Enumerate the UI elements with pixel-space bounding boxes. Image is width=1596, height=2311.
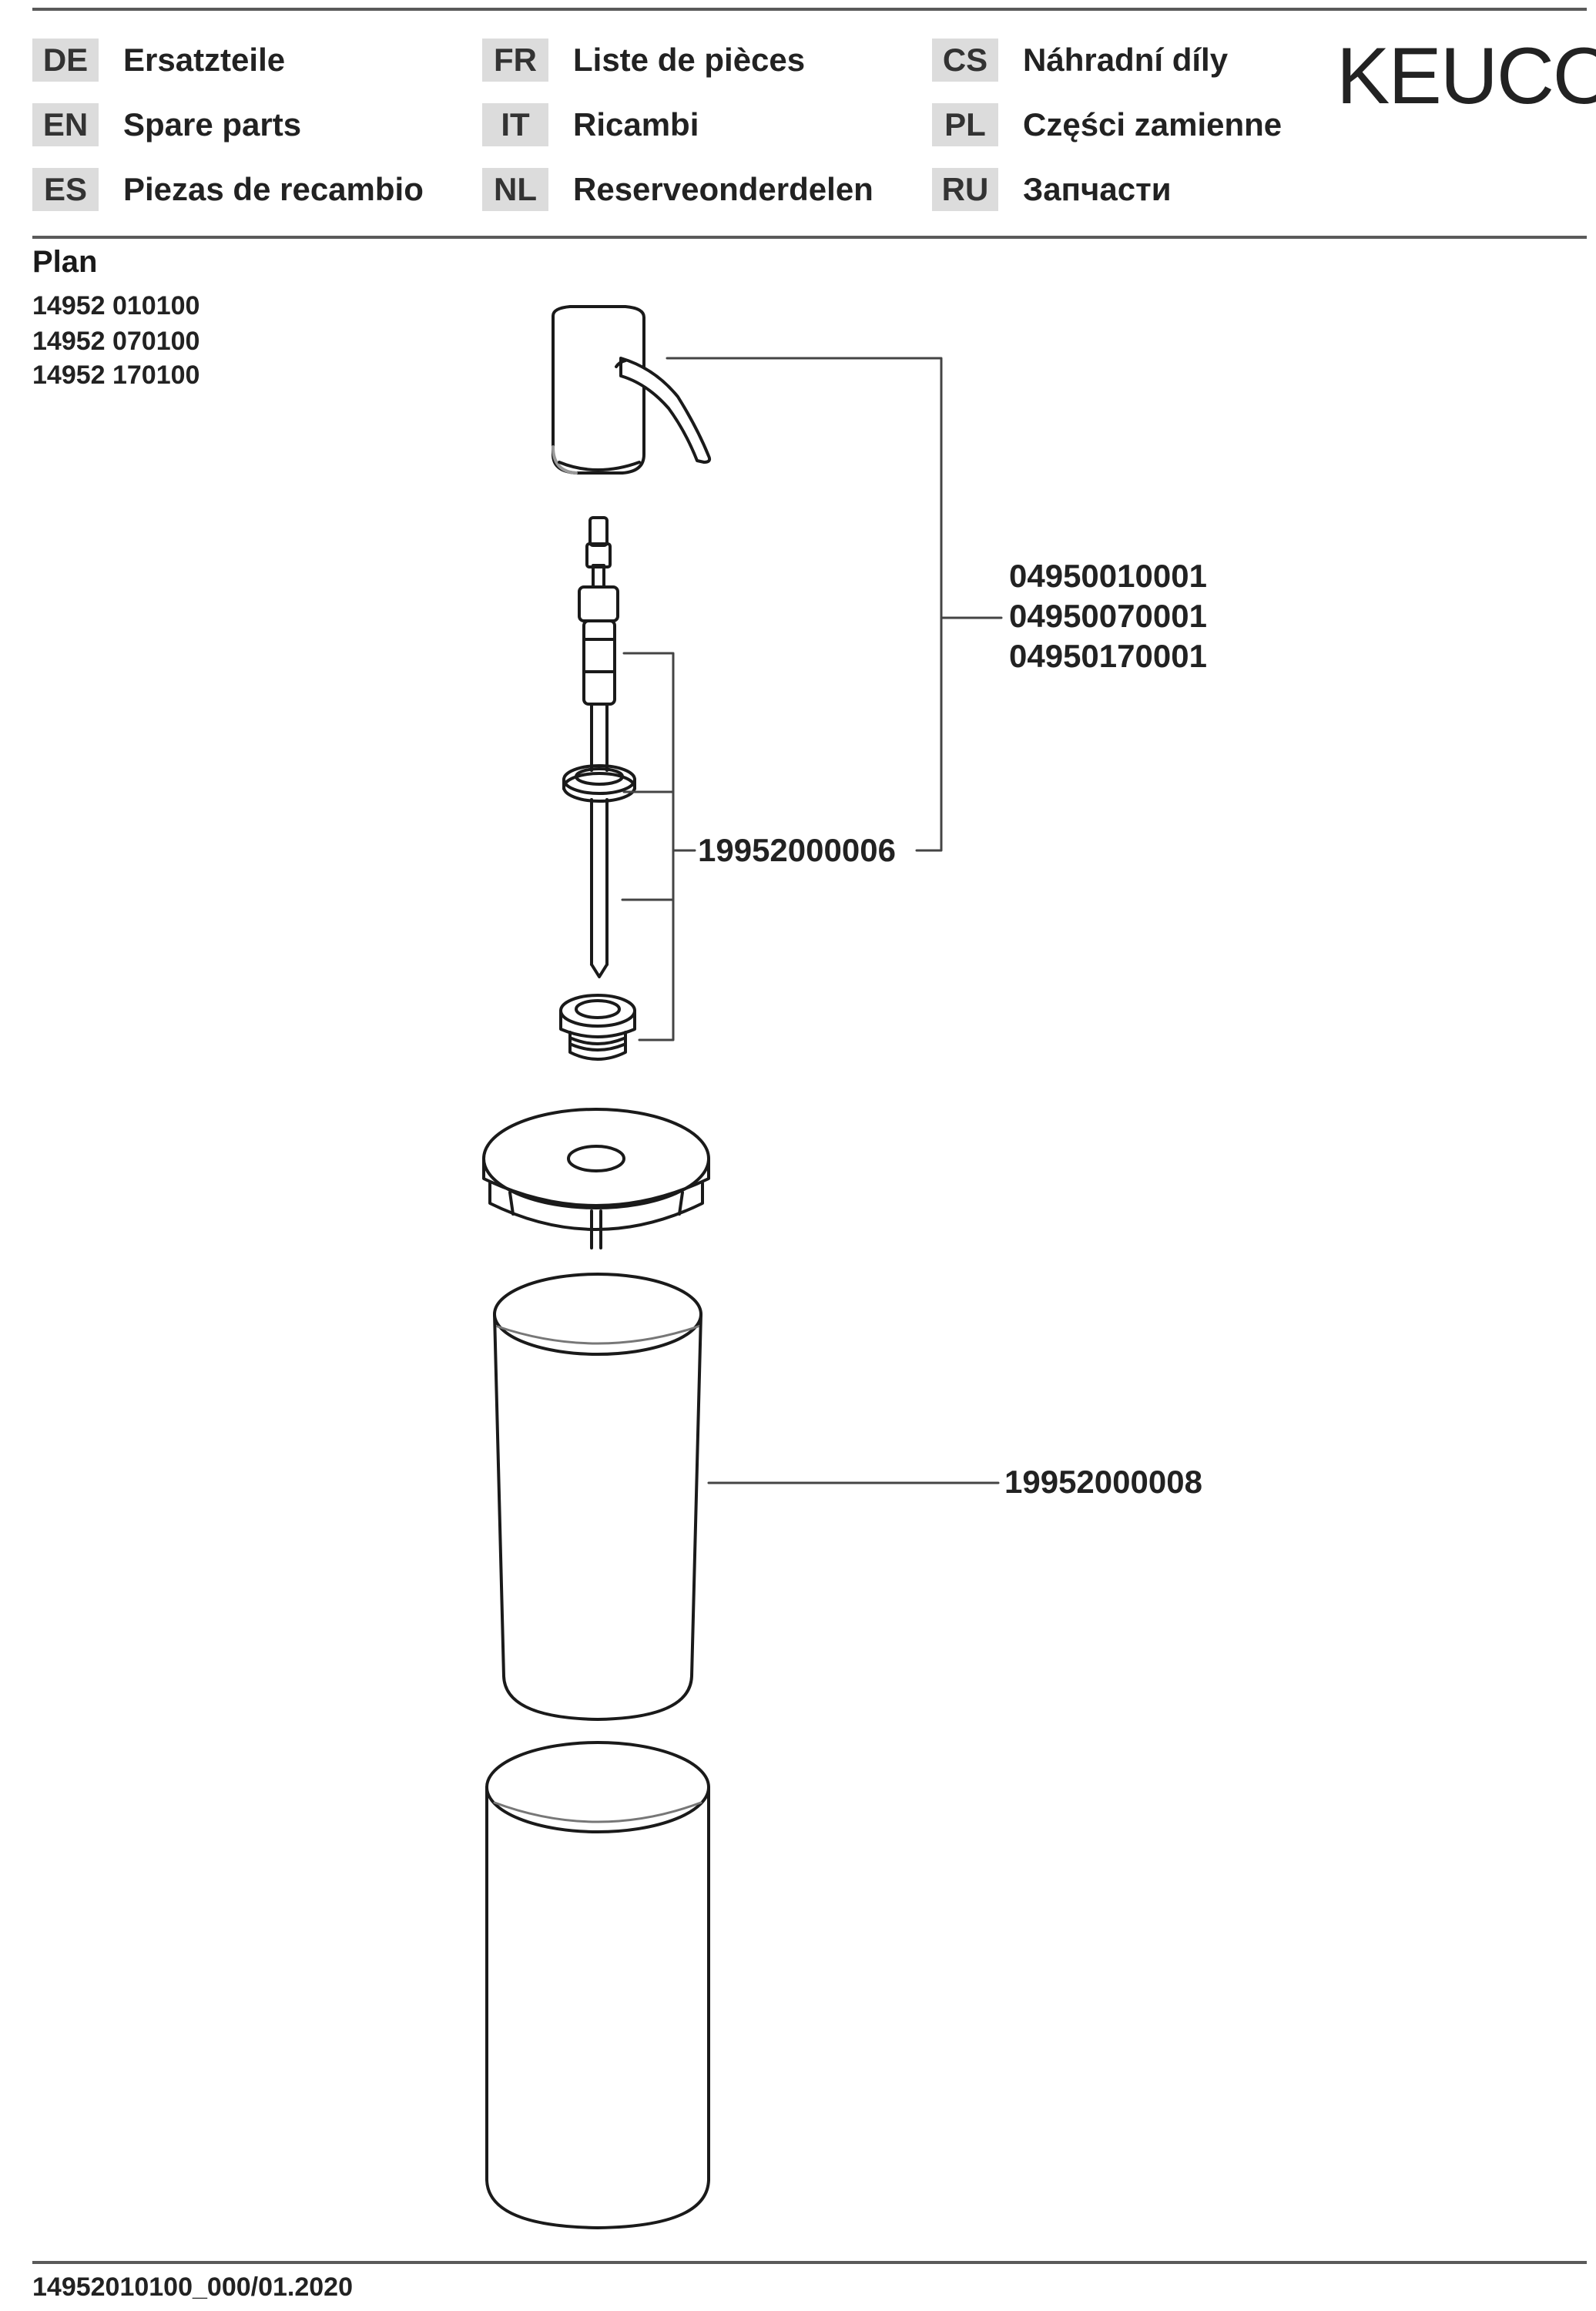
- lang-nl: NL Reserveonderdelen: [482, 165, 873, 214]
- lang-code: DE: [32, 39, 99, 82]
- leader-lines: [621, 357, 1003, 1484]
- lang-label: Reserveonderdelen: [573, 171, 873, 207]
- part-number-pump-head: 04950170001: [1009, 638, 1207, 674]
- lang-code: ES: [32, 168, 99, 211]
- lang-ru: RU Запчасти: [932, 165, 1172, 214]
- lang-code: IT: [482, 103, 548, 146]
- lang-cs: CS Náhradní díly: [932, 35, 1228, 85]
- lang-label: Spare parts: [123, 106, 302, 143]
- lang-code: EN: [32, 103, 99, 146]
- outer-container-part: [485, 1741, 710, 2229]
- lang-label: Ricambi: [573, 106, 699, 143]
- brand-logo: KEUCO: [1336, 32, 1596, 121]
- lang-en: EN Spare parts: [32, 100, 301, 149]
- header-rule: [32, 236, 1587, 239]
- lid-part: [482, 1108, 710, 1249]
- lang-label: Náhradní díly: [1023, 42, 1229, 78]
- lang-label: Piezas de recambio: [123, 171, 424, 207]
- part-number-pump-set: 19952000006: [698, 832, 896, 868]
- lang-label: Ersatzteile: [123, 42, 286, 78]
- lang-it: IT Ricambi: [482, 100, 699, 149]
- lang-code: CS: [932, 39, 998, 82]
- valve-part: [559, 994, 636, 1061]
- article-number: 14952 170100: [32, 361, 200, 390]
- top-rule: [32, 8, 1587, 11]
- article-number: 14952 070100: [32, 327, 200, 356]
- lang-code: FR: [482, 39, 548, 82]
- article-number: 14952 010100: [32, 291, 200, 320]
- lang-es: ES Piezas de recambio: [32, 165, 424, 214]
- lang-code: NL: [482, 168, 548, 211]
- pump-piston-part: [562, 516, 636, 978]
- part-number-pump-head: 04950010001: [1009, 558, 1207, 594]
- lang-fr: FR Liste de pièces: [482, 35, 805, 85]
- inner-container-part: [493, 1273, 702, 1721]
- lang-pl: PL Części zamienne: [932, 100, 1282, 149]
- lang-code: RU: [932, 168, 998, 211]
- pump-head-part: [552, 305, 712, 475]
- lang-label: Liste de pièces: [573, 42, 806, 78]
- lang-de: DE Ersatzteile: [32, 35, 285, 85]
- lang-label: Części zamienne: [1023, 106, 1282, 143]
- document-id: 14952010100_000/01.2020: [32, 2272, 353, 2302]
- part-number-glass-container: 19952000008: [1004, 1464, 1202, 1500]
- part-number-pump-head: 04950070001: [1009, 598, 1207, 634]
- product-title: Plan: [32, 245, 98, 279]
- lang-code: PL: [932, 103, 998, 146]
- footer-rule: [32, 2261, 1587, 2264]
- lang-label: Запчасти: [1023, 171, 1172, 207]
